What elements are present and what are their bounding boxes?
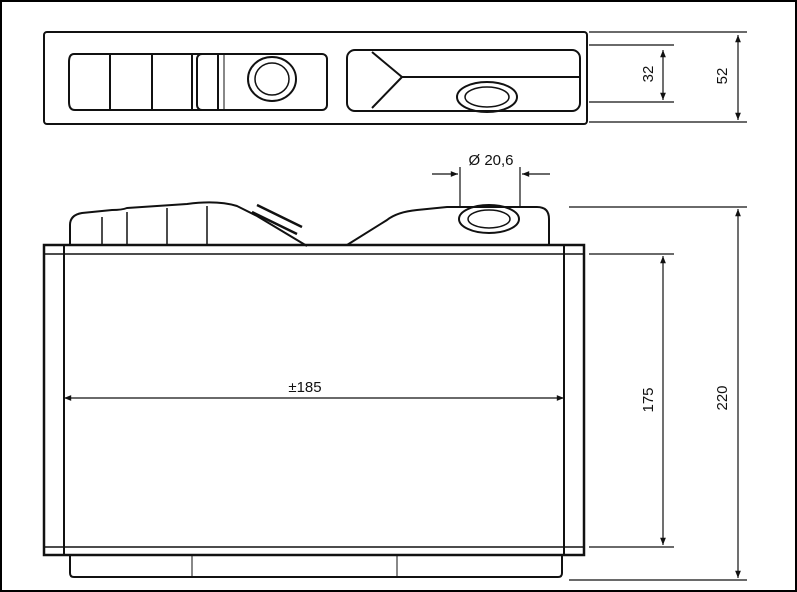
- dim-pipe-diameter: Ø 20,6: [468, 152, 513, 169]
- dim-52: 52: [714, 68, 731, 85]
- dimension-lines: [63, 31, 747, 581]
- dim-width: ±185: [288, 379, 321, 396]
- top-view: [43, 31, 588, 125]
- dim-core-height: 175: [640, 387, 657, 412]
- dim-32: 32: [640, 66, 657, 83]
- front-view: [42, 201, 586, 578]
- dim-total-height: 220: [714, 385, 731, 410]
